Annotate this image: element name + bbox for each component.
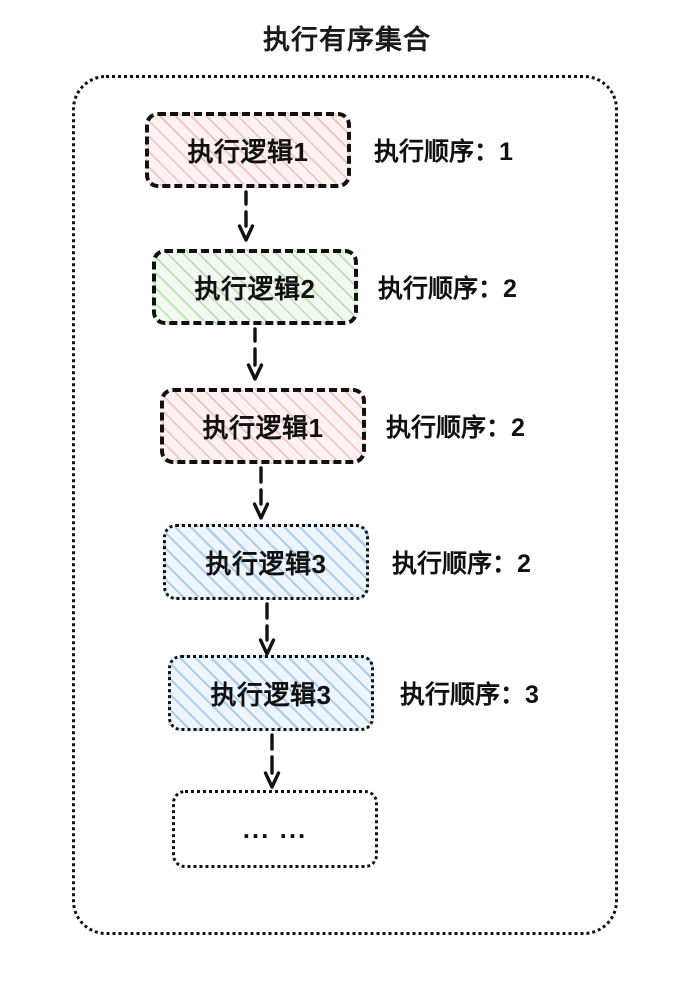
flow-row: 执行逻辑1 执行顺序：1: [0, 112, 694, 190]
node-ellipsis[interactable]: ... ...: [172, 790, 378, 868]
flow-row: 执行逻辑1 执行顺序：2: [0, 388, 694, 466]
connector-arrow-4: [252, 602, 282, 658]
node-execution-logic-1[interactable]: 执行逻辑1: [145, 112, 351, 188]
order-label-2: 执行顺序：2: [378, 275, 517, 303]
connector-arrow-5: [257, 733, 287, 789]
ellipsis-label: ... ...: [242, 813, 308, 844]
connector-arrow-1: [231, 190, 261, 246]
node-label: 执行逻辑3: [205, 548, 327, 579]
flow-row: 执行逻辑3 执行顺序：3: [0, 655, 694, 733]
node-label: 执行逻辑2: [194, 273, 316, 304]
order-label-3: 执行顺序：2: [386, 414, 525, 442]
connector-arrow-3: [246, 466, 276, 522]
node-label: 执行逻辑3: [210, 679, 332, 710]
page-title: 执行有序集合: [263, 25, 431, 55]
order-label-4: 执行顺序：2: [392, 550, 531, 578]
node-label: 执行逻辑1: [202, 412, 324, 443]
flow-row: ... ...: [0, 790, 694, 868]
node-execution-logic-3-second[interactable]: 执行逻辑3: [168, 655, 374, 731]
node-execution-logic-3[interactable]: 执行逻辑3: [163, 524, 369, 600]
ordered-execution-set-container: [72, 75, 618, 935]
flow-row: 执行逻辑2 执行顺序：2: [0, 249, 694, 327]
order-label-1: 执行顺序：1: [374, 138, 513, 166]
node-label: 执行逻辑1: [187, 136, 309, 167]
connector-arrow-2: [240, 327, 270, 383]
flow-row: 执行逻辑3 执行顺序：2: [0, 524, 694, 602]
node-execution-logic-2[interactable]: 执行逻辑2: [152, 249, 358, 325]
node-execution-logic-1-second[interactable]: 执行逻辑1: [160, 388, 366, 464]
order-label-5: 执行顺序：3: [400, 681, 539, 709]
